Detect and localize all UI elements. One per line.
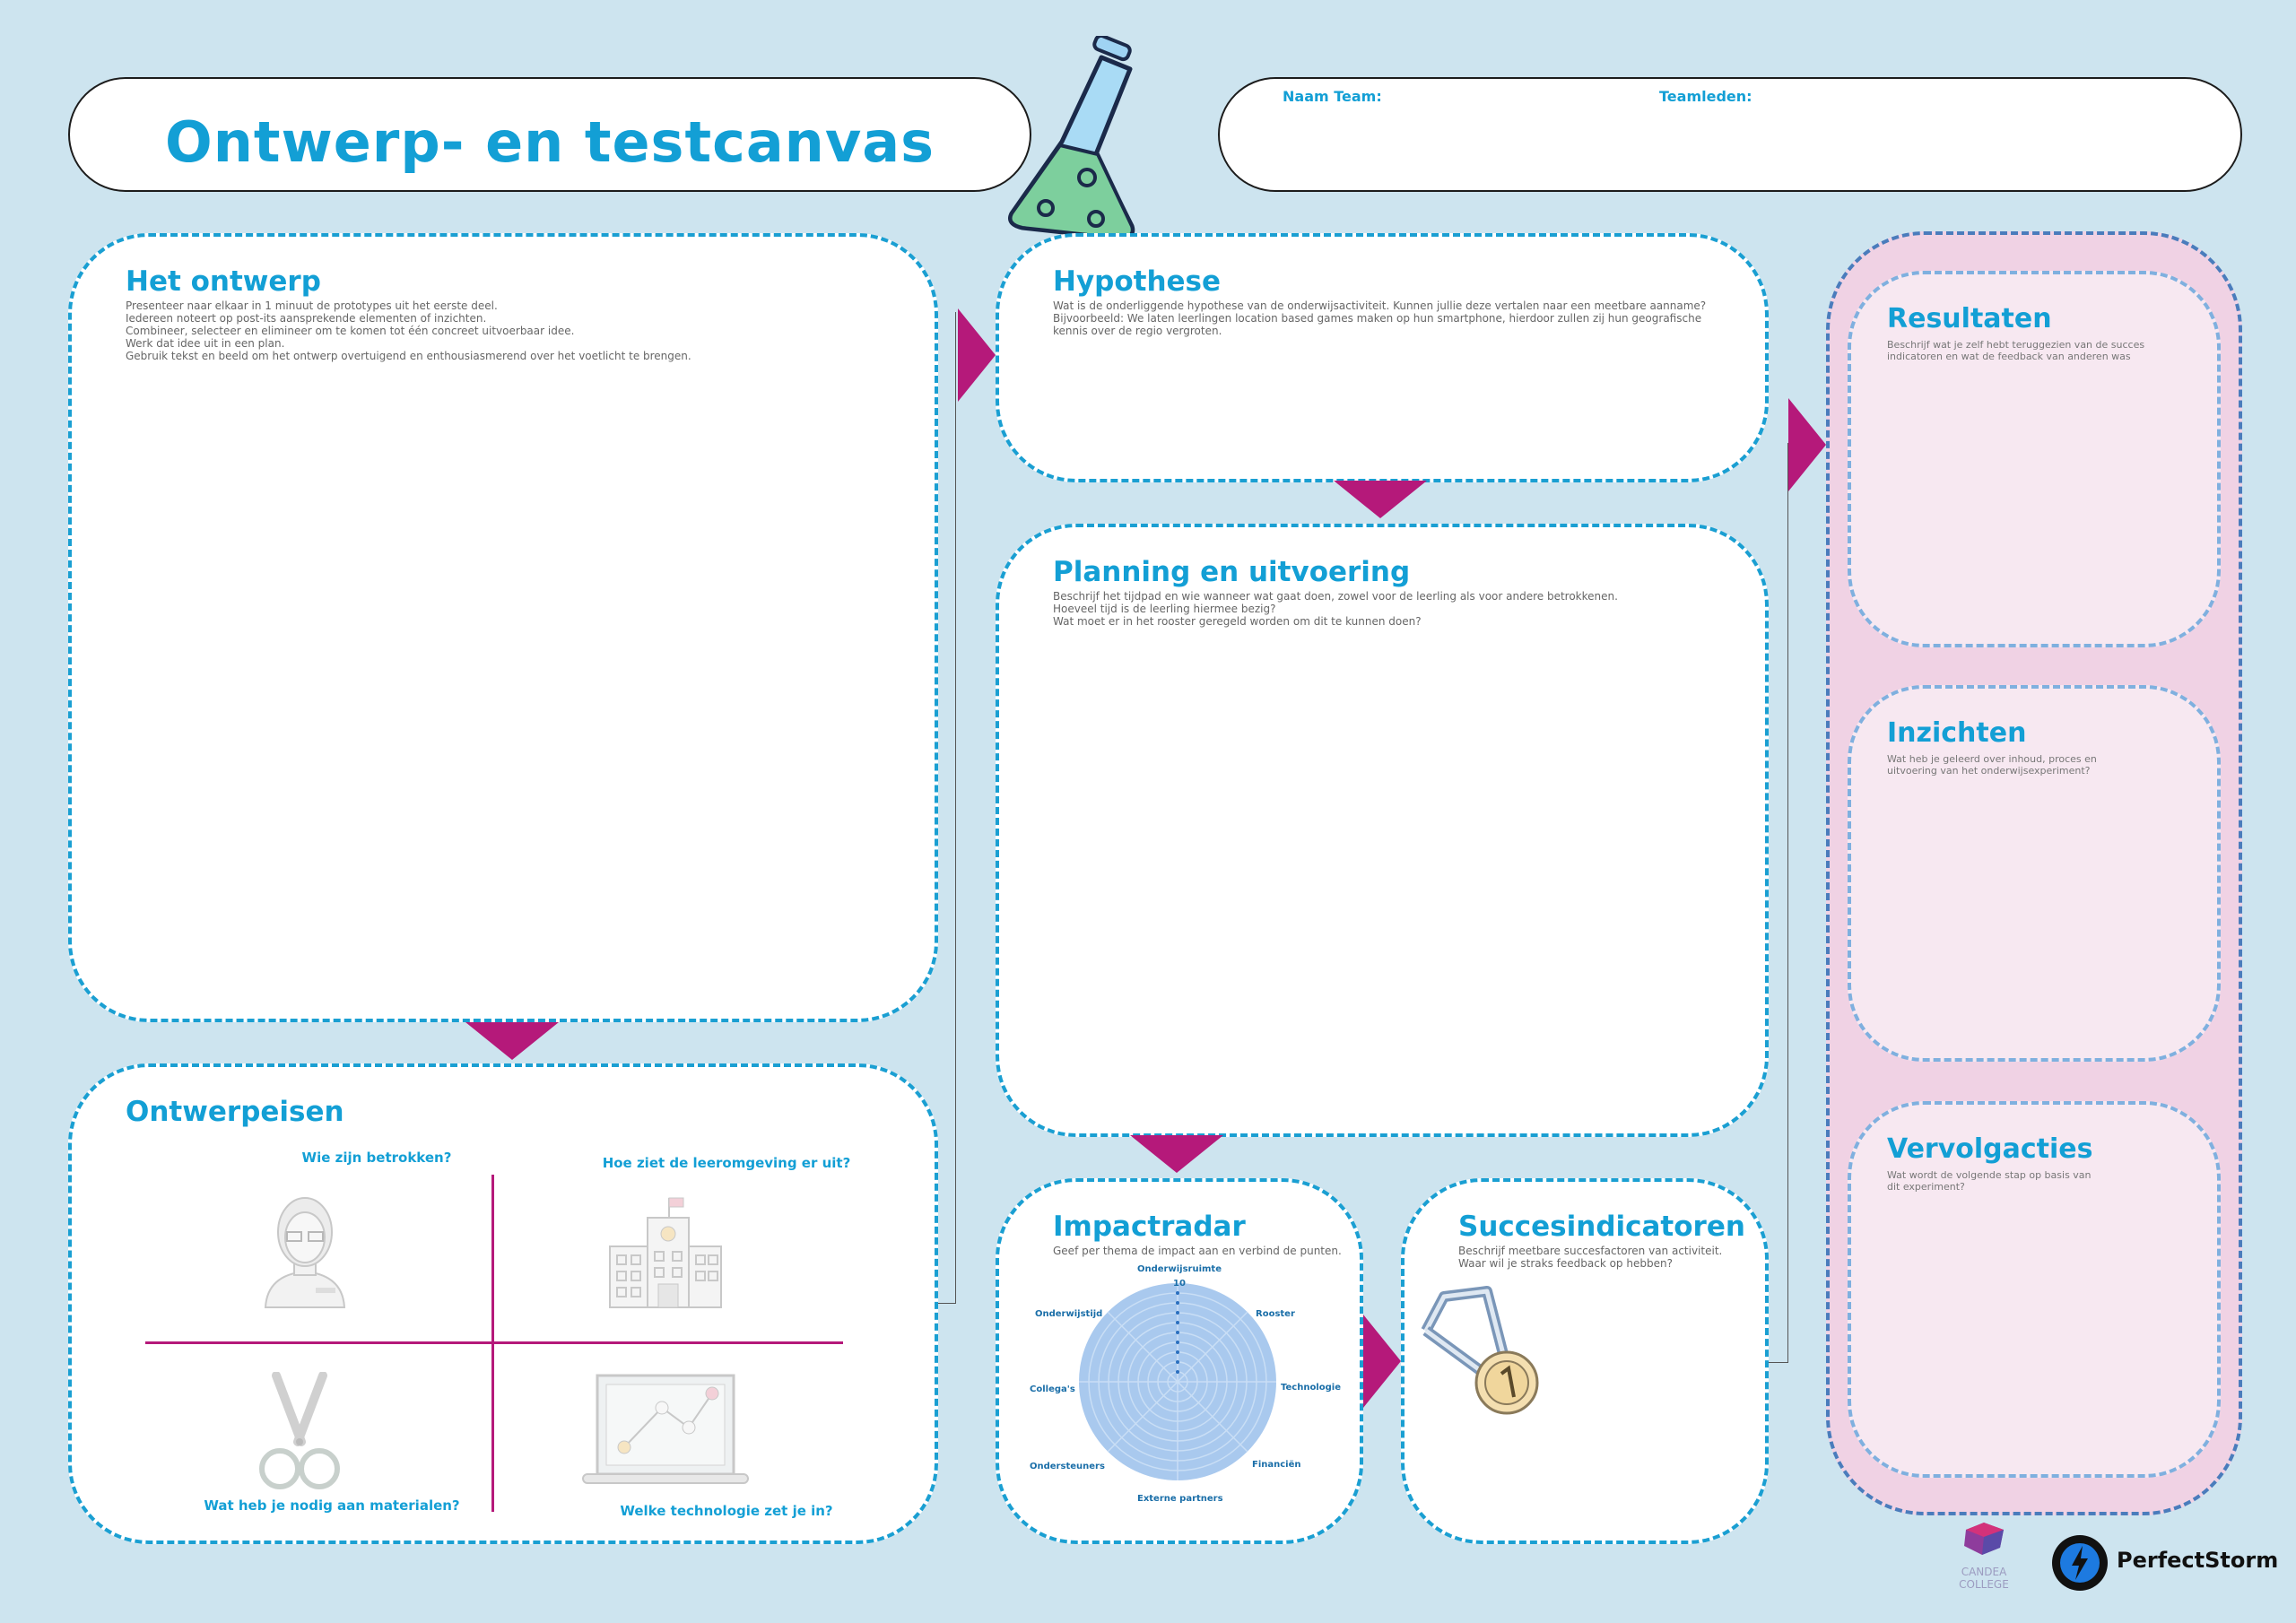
hypothese-title: Hypothese xyxy=(1053,265,1222,298)
impactradar-description: Geef per thema de impact aan en verbind … xyxy=(1053,1245,1342,1257)
radar-label-rooster: Rooster xyxy=(1256,1309,1295,1319)
ontwerpeisen-section[interactable]: Ontwerpeisen Wie zijn betrokken? Hoe zie… xyxy=(68,1063,938,1544)
arrow-down-icon xyxy=(1130,1135,1223,1173)
title-banner: Ontwerp- en testcanvas xyxy=(68,77,1031,192)
laptop-chart-icon xyxy=(582,1374,749,1484)
ontwerp-section[interactable]: Het ontwerp Presenteer naar elkaar in 1 … xyxy=(68,233,938,1022)
connector-line xyxy=(1769,443,1788,1363)
resultaten-description: Beschrijf wat je zelf hebt teruggezien v… xyxy=(1887,339,2145,362)
perfectstorm-logo-text: PerfectStorm xyxy=(2117,1548,2279,1573)
ontwerp-description: Presenteer naar elkaar in 1 minuut de pr… xyxy=(126,299,691,362)
hypothese-section[interactable]: Hypothese Wat is de onderliggende hypoth… xyxy=(996,233,1769,482)
radar-chart[interactable] xyxy=(1076,1280,1279,1483)
arrow-right-icon xyxy=(1788,398,1826,491)
team-members-label: Teamleden: xyxy=(1659,88,1752,105)
person-icon xyxy=(264,1197,346,1308)
arrow-right-icon xyxy=(958,308,996,402)
succes-title: Succesindicatoren xyxy=(1458,1211,1745,1243)
connector-line xyxy=(938,312,956,1304)
medal-icon xyxy=(1421,1286,1539,1415)
inzichten-section[interactable]: Inzichten Wat heb je geleerd over inhoud… xyxy=(1848,685,2221,1062)
arrow-down-icon xyxy=(465,1022,559,1060)
ontwerpeisen-title: Ontwerpeisen xyxy=(126,1096,344,1128)
succes-description: Beschrijf meetbare succesfactoren van ac… xyxy=(1458,1245,1723,1270)
candea-logo-icon xyxy=(1964,1523,2004,1555)
impactradar-section[interactable]: Impactradar Geef per thema de impact aan… xyxy=(996,1178,1363,1544)
school-building-icon xyxy=(609,1197,722,1308)
resultaten-section[interactable]: Resultaten Beschrijf wat je zelf hebt te… xyxy=(1848,271,2221,647)
question-technologie: Welke technologie zet je in? xyxy=(620,1503,833,1519)
radar-label-ondersteuners: Ondersteuners xyxy=(1030,1462,1105,1471)
radar-label-onderwijsruimte: Onderwijsruimte xyxy=(1137,1264,1222,1274)
hypothese-description: Wat is de onderliggende hypothese van de… xyxy=(1053,299,1707,337)
scissors-icon xyxy=(259,1372,340,1489)
inzichten-title: Inzichten xyxy=(1887,717,2027,749)
succes-section[interactable]: Succesindicatoren Beschrijf meetbare suc… xyxy=(1401,1178,1769,1544)
radar-label-financien: Financiën xyxy=(1252,1460,1301,1470)
arrow-down-icon xyxy=(1334,481,1427,518)
resultaten-title: Resultaten xyxy=(1887,303,2052,334)
candea-logo-text: CANDEA COLLEGE xyxy=(1959,1566,2009,1591)
planning-title: Planning en uitvoering xyxy=(1053,556,1411,588)
radar-label-technologie: Technologie xyxy=(1281,1383,1341,1393)
quadrant-divider-vertical xyxy=(491,1175,494,1512)
planning-section[interactable]: Planning en uitvoering Beschrijf het tij… xyxy=(996,524,1769,1137)
question-materialen: Wat heb je nodig aan materialen? xyxy=(204,1497,460,1514)
page-title: Ontwerp- en testcanvas xyxy=(165,109,935,175)
flask-icon xyxy=(1008,36,1135,241)
perfectstorm-logo-icon xyxy=(2052,1535,2108,1591)
impactradar-title: Impactradar xyxy=(1053,1211,1246,1243)
team-name-label: Naam Team: xyxy=(1283,88,1382,105)
question-betrokken: Wie zijn betrokken? xyxy=(301,1150,452,1166)
arrow-right-icon xyxy=(1363,1315,1401,1408)
team-banner: Naam Team: Teamleden: xyxy=(1218,77,2242,192)
inzichten-description: Wat heb je geleerd over inhoud, proces e… xyxy=(1887,753,2097,777)
vervolgacties-section[interactable]: Vervolgacties Wat wordt de volgende stap… xyxy=(1848,1101,2221,1478)
radar-label-externe-partners: Externe partners xyxy=(1137,1494,1223,1504)
radar-scale-max: 10 xyxy=(1173,1279,1186,1289)
ontwerp-title: Het ontwerp xyxy=(126,265,321,298)
radar-label-onderwijstijd: Onderwijstijd xyxy=(1035,1309,1103,1319)
question-leeromgeving: Hoe ziet de leeromgeving er uit? xyxy=(602,1155,851,1171)
planning-description: Beschrijf het tijdpad en wie wanneer wat… xyxy=(1053,590,1618,628)
quadrant-divider-horizontal xyxy=(145,1341,843,1344)
vervolgacties-title: Vervolgacties xyxy=(1887,1133,2093,1165)
radar-label-collegas: Collega's xyxy=(1030,1384,1075,1394)
vervolgacties-description: Wat wordt de volgende stap op basis van … xyxy=(1887,1169,2092,1193)
